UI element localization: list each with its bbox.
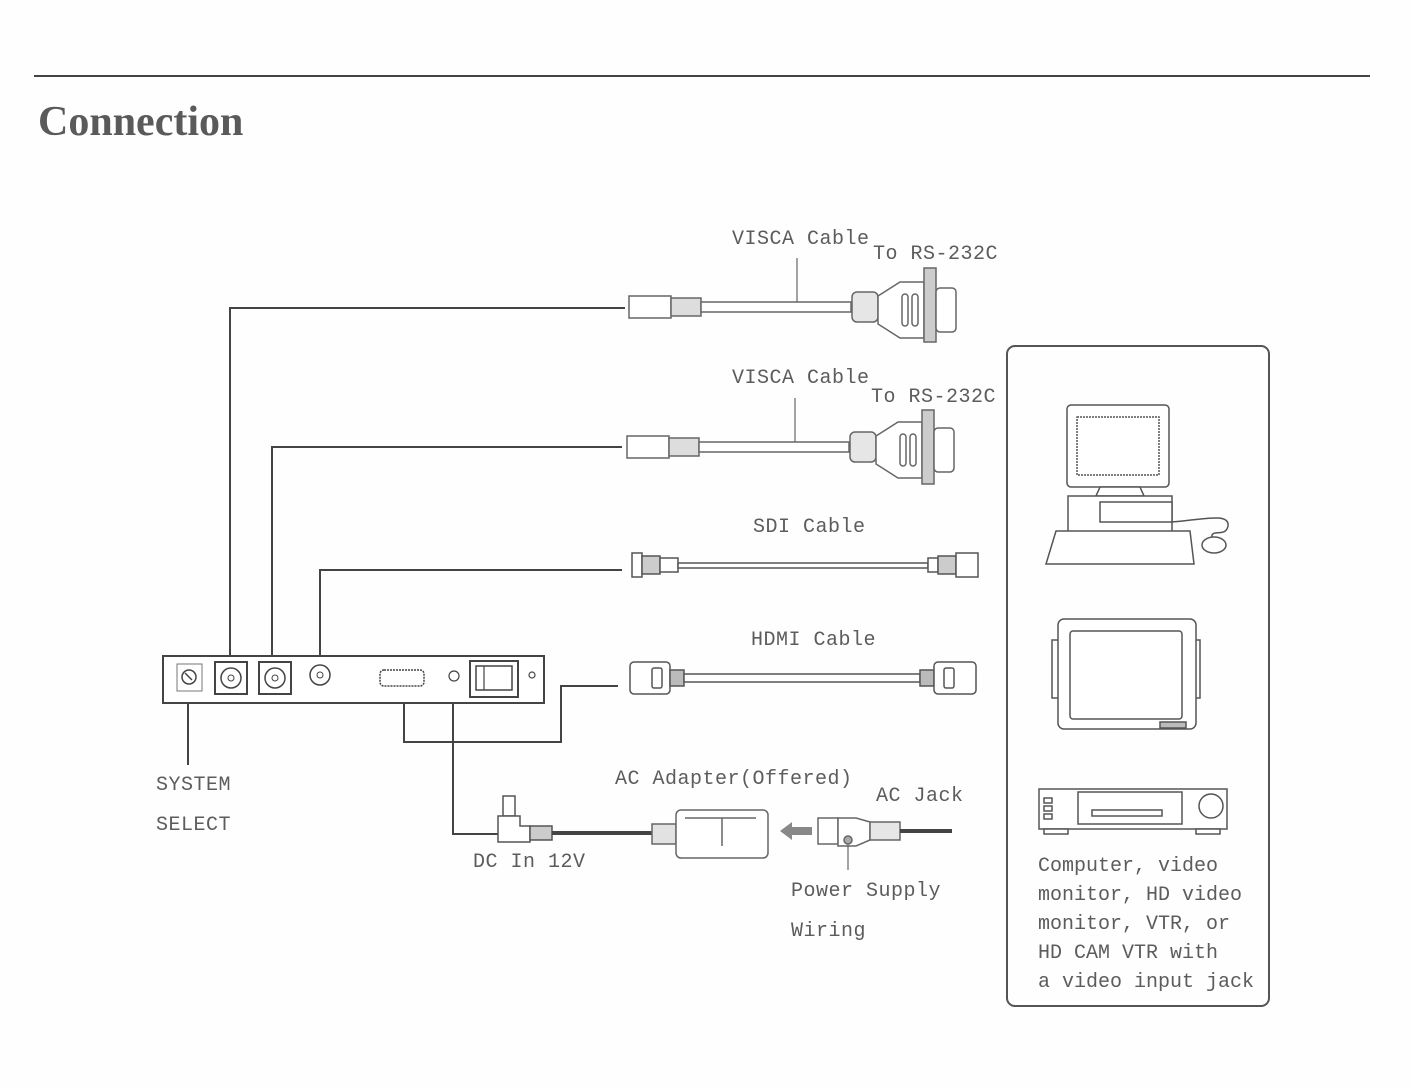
ac-adapter-icon <box>651 809 769 859</box>
visca-cable-1-label: VISCA Cable <box>732 228 870 251</box>
visca-cable-1-destination: To RS-232C <box>873 243 999 266</box>
devices-caption-line: Computer, video <box>1038 855 1219 878</box>
dc-wire <box>452 680 500 835</box>
system-select-label-line2: SELECT <box>156 814 232 837</box>
visca-1-wire <box>229 307 625 665</box>
indicator-icon <box>528 671 536 679</box>
visca-cable-2-destination: To RS-232C <box>871 386 997 409</box>
dc-plug-icon <box>497 795 652 843</box>
sdi-cable-icon <box>631 552 979 578</box>
hdmi-cable-icon <box>629 661 977 695</box>
visca-2-wire <box>271 446 622 665</box>
header-rule <box>34 75 1370 77</box>
visca-out-port-icon <box>258 661 292 695</box>
sdi-port-icon <box>309 664 331 686</box>
ac-adapter-label: AC Adapter(Offered) <box>615 768 853 791</box>
visca-cable-2-icon <box>626 398 955 485</box>
visca-cable-1-icon <box>628 258 957 343</box>
system-select-switch-icon <box>176 663 203 692</box>
computer-icon <box>1044 404 1229 565</box>
camera-rear-panel <box>162 655 545 704</box>
ac-jack-icon <box>817 817 952 870</box>
visca-cable-2-label: VISCA Cable <box>732 367 870 390</box>
dc-in-label: DC In 12V <box>473 851 586 874</box>
hdmi-port-icon <box>379 669 425 687</box>
devices-caption-line: monitor, HD video <box>1038 884 1243 907</box>
ac-jack-label: AC Jack <box>876 785 964 808</box>
sdi-cable-label: SDI Cable <box>753 516 866 539</box>
vtr-icon <box>1038 788 1228 835</box>
sdi-wire <box>319 569 622 662</box>
devices-box <box>1006 345 1270 1007</box>
devices-caption-line: HD CAM VTR with <box>1038 942 1219 965</box>
visca-in-port-icon <box>214 661 248 695</box>
power-wiring-label-line1: Power Supply <box>791 880 942 903</box>
system-select-label-line1: SYSTEM <box>156 774 232 797</box>
insert-arrow-icon <box>780 822 812 840</box>
dc-in-port-icon <box>448 670 460 682</box>
devices-caption: Computer, video monitor, HD video monito… <box>1038 852 1254 997</box>
power-switch-icon <box>469 660 519 698</box>
devices-caption-line: monitor, VTR, or <box>1038 913 1231 936</box>
power-wiring-label-line2: Wiring <box>791 920 867 943</box>
page-title: Connection <box>38 99 244 145</box>
video-monitor-icon <box>1051 618 1201 730</box>
hdmi-cable-label: HDMI Cable <box>751 629 877 652</box>
devices-caption-line: a video input jack <box>1038 971 1255 994</box>
hdmi-wire <box>403 685 618 743</box>
